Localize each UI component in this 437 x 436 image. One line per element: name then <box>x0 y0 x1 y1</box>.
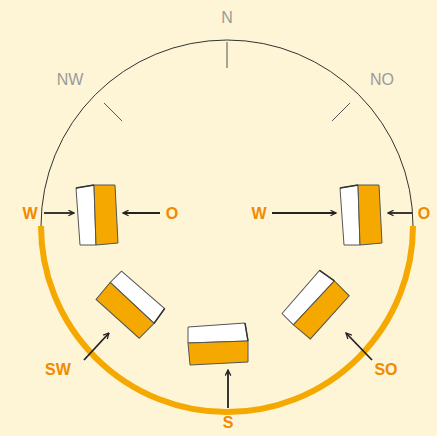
building-southeast <box>279 268 351 340</box>
arrow <box>123 212 160 214</box>
compass-circle <box>41 40 413 412</box>
direction-label: SW <box>45 362 71 378</box>
direction-label: W <box>251 206 266 222</box>
tick-northeast <box>332 103 350 121</box>
arrow <box>346 333 372 360</box>
building-southwest <box>95 268 167 340</box>
arrow <box>44 212 74 214</box>
direction-label: NO <box>370 72 394 88</box>
direction-label: SO <box>374 362 397 378</box>
tick-north <box>227 42 228 68</box>
arrow <box>272 212 336 214</box>
south-arc <box>41 226 413 412</box>
building-west <box>76 185 118 245</box>
direction-label: S <box>223 415 234 431</box>
arrow <box>388 212 412 214</box>
direction-label: W <box>22 206 37 222</box>
arrow <box>227 370 229 408</box>
building-south <box>188 323 248 365</box>
building-east <box>340 185 382 245</box>
direction-label: NW <box>57 72 84 88</box>
direction-label: N <box>221 10 233 26</box>
tick-northwest <box>104 103 122 121</box>
direction-label: O <box>418 206 430 222</box>
direction-label: O <box>166 206 178 222</box>
arrow <box>84 333 109 360</box>
